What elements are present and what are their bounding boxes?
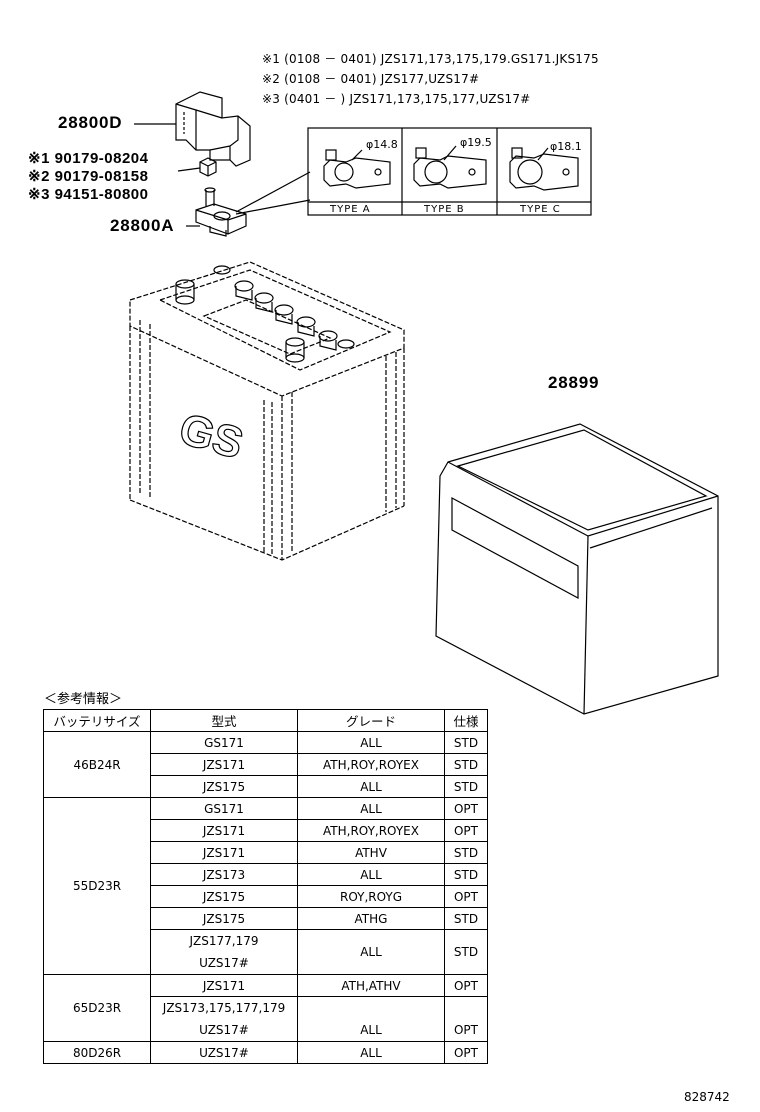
grade-cell: ATH,ATHV (297, 974, 445, 997)
model-line-1: JZS173,175,177,179 (162, 1001, 286, 1015)
spec-cell: STD (444, 731, 488, 754)
type-c-diameter: φ18.1 (550, 140, 582, 153)
battery-gs-logo: GS (173, 404, 249, 470)
spec-cell: STD (444, 753, 488, 776)
model-cell: GS171 (150, 731, 298, 754)
header-battery-size: バッテリサイズ (43, 709, 151, 732)
type-a-label: TYPE A (330, 204, 371, 215)
model-cell: JZS171 (150, 841, 298, 864)
model-cell: JZS171 (150, 819, 298, 842)
table-row: JZS173 ALL STD (44, 863, 488, 886)
part-28800A[interactable]: 28800A (110, 216, 175, 235)
table-row: JZS171 ATH,ROY,ROYEX OPT (44, 819, 488, 842)
part-28899[interactable]: 28899 (548, 373, 600, 392)
grade-cell: ALL (297, 731, 445, 754)
spec-cell: STD (444, 907, 488, 930)
battery-size-cell: 80D26R (43, 1041, 151, 1064)
model-cell: JZS177,179 UZS17# (150, 929, 298, 975)
model-line-2: UZS17# (199, 1023, 249, 1037)
spec-cell: OPT (444, 797, 488, 820)
header-model: 型式 (150, 709, 298, 732)
model-cell: JZS171 (150, 974, 298, 997)
model-line-1: JZS177,179 (189, 934, 259, 948)
note-2: ※2 (0108 － 0401) JZS177,UZS17# (262, 72, 480, 86)
table-row: JZS175 ROY,ROYG OPT (44, 885, 488, 908)
table-row: 65D23R JZS171 ATH,ATHV OPT (43, 974, 488, 1042)
part-bolt-3[interactable]: ※3 94151-80800 (28, 186, 149, 203)
spec-cell: OPT (444, 996, 488, 1042)
battery-size-cell: 55D23R (43, 797, 151, 975)
table-row: 80D26R UZS17# ALL OPT (43, 1041, 488, 1064)
header-grade: グレード (297, 709, 445, 732)
grade-cell: ATHV (297, 841, 445, 864)
type-a-diameter: φ14.8 (366, 138, 398, 151)
spec-cell: STD (444, 775, 488, 798)
grade-cell: ALL (297, 1041, 445, 1064)
svg-text:GS: GS (174, 404, 249, 469)
part-bolt-2[interactable]: ※2 90179-08158 (28, 168, 149, 185)
type-b-label: TYPE B (424, 204, 465, 215)
grade-cell: ATH,ROY,ROYEX (297, 753, 445, 776)
grade-cell: ALL (297, 996, 445, 1042)
part-bolt-1[interactable]: ※1 90179-08204 (28, 150, 149, 167)
table-row: JZS175 ATHG STD (44, 907, 488, 930)
model-cell: JZS171 (150, 753, 298, 776)
grade-cell: ALL (297, 775, 445, 798)
battery-drawing (129, 261, 405, 561)
reference-table: バッテリサイズ 型式 グレード 仕様 46B24R GS171 ALL STD … (43, 709, 488, 1064)
spec-cell: OPT (444, 1041, 488, 1064)
grade-cell: ATH,ROY,ROYEX (297, 819, 445, 842)
part-28800D[interactable]: 28800D (58, 113, 123, 132)
figure-id: 828742 (684, 1090, 730, 1104)
note-1: ※1 (0108 － 0401) JZS171,173,175,179.GS17… (262, 52, 599, 66)
battery-cover-drawing (435, 423, 719, 715)
table-row: 46B24R GS171 ALL STD (43, 731, 488, 798)
grade-cell: ALL (297, 797, 445, 820)
battery-size-cell: 65D23R (43, 974, 151, 1042)
spec-cell: OPT (444, 974, 488, 997)
table-row: JZS175 ALL STD (44, 775, 488, 798)
note-3: ※3 (0401 － ) JZS171,173,175,177,UZS17# (262, 92, 531, 106)
terminal-clamp-drawing (195, 187, 247, 237)
model-cell: JZS175 (150, 907, 298, 930)
table-header-row: バッテリサイズ 型式 グレード 仕様 (43, 709, 488, 732)
grade-cell: ALL (297, 929, 445, 975)
spec-cell: OPT (444, 885, 488, 908)
spec-cell: STD (444, 841, 488, 864)
grade-cell: ATHG (297, 907, 445, 930)
model-cell: GS171 (150, 797, 298, 820)
table-row: JZS177,179 UZS17# ALL STD (44, 929, 488, 975)
battery-caps (175, 265, 355, 363)
spec-cell: OPT (444, 819, 488, 842)
spec-cell: STD (444, 929, 488, 975)
reference-caption: ＜参考情報＞ (44, 692, 123, 707)
model-line-2: UZS17# (199, 956, 249, 970)
type-b-diameter: φ19.5 (460, 136, 492, 149)
model-cell: JZS173 (150, 863, 298, 886)
header-spec: 仕様 (444, 709, 488, 732)
model-cell: JZS173,175,177,179 UZS17# (150, 996, 298, 1042)
grade-cell: ROY,ROYG (297, 885, 445, 908)
grade-cell: ALL (297, 863, 445, 886)
terminal-cover-drawing (175, 91, 251, 167)
model-cell: UZS17# (150, 1041, 298, 1064)
model-cell: JZS175 (150, 885, 298, 908)
table-row: 55D23R GS171 ALL OPT (43, 797, 488, 975)
model-cell: JZS175 (150, 775, 298, 798)
nut-drawing (199, 157, 217, 177)
table-row: JZS171 ATHV STD (44, 841, 488, 864)
type-c-label: TYPE C (520, 204, 561, 215)
battery-size-cell: 46B24R (43, 731, 151, 798)
terminal-type-box (307, 127, 592, 216)
spec-cell: STD (444, 863, 488, 886)
